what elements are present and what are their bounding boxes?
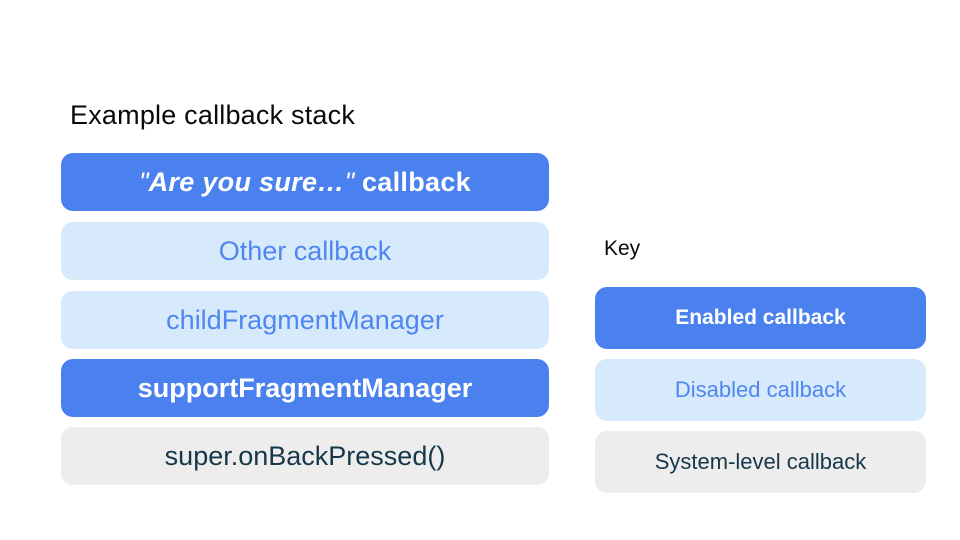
stack-item-label-emphasis: Are you sure… xyxy=(148,166,345,197)
stack-item-label: Other callback xyxy=(218,235,392,266)
key-item-system-level-callback: System-level callback xyxy=(595,431,926,493)
key-item-label: Disabled callback xyxy=(674,377,847,402)
key-item-enabled-callback: Enabled callback xyxy=(595,287,926,349)
quote-close: " xyxy=(344,166,355,197)
stack-title: Example callback stack xyxy=(70,100,356,130)
key-item-disabled-callback: Disabled callback xyxy=(595,359,926,421)
key-item-label: System-level callback xyxy=(654,449,867,474)
stack-item-label: super.onBackPressed() xyxy=(164,440,446,471)
stack-item-label: supportFragmentManager xyxy=(137,372,473,403)
stack-item-child-fragment-manager: childFragmentManager xyxy=(61,291,549,349)
stack-item-super-onbackpressed: super.onBackPressed() xyxy=(61,427,549,485)
stack-item-support-fragment-manager: supportFragmentManager xyxy=(61,359,549,417)
stack-item-are-you-sure-callback: "Are you sure…" callback xyxy=(61,153,549,211)
key-title: Key xyxy=(604,237,641,260)
key-item-label: Enabled callback xyxy=(675,306,846,329)
stack-item-other-callback: Other callback xyxy=(61,222,549,280)
stack-item-label: childFragmentManager xyxy=(166,304,444,335)
stack-item-label-suffix: callback xyxy=(354,166,471,197)
quote-open: " xyxy=(139,166,149,197)
